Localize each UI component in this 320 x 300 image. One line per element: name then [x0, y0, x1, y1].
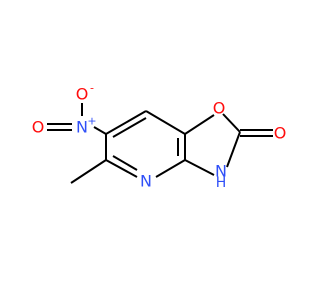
charge-minus: - [90, 82, 94, 95]
atom-nh-n: N [215, 162, 227, 181]
bonds [47, 103, 273, 184]
bond-npy-c5 [105, 159, 138, 178]
bond-o-c2 [222, 113, 241, 133]
atom-nitro-n: N [76, 118, 88, 137]
atoms: O - N + O O O N N H [32, 82, 287, 192]
atom-nitro-o-top: O [76, 85, 89, 104]
charge-plus: + [87, 115, 96, 128]
bond-c3a-npy [155, 159, 186, 178]
atom-ring-o: O [213, 99, 226, 118]
atom-pyridine-n: N [140, 172, 152, 191]
structure-svg: O - N + O O O N N H [32, 82, 287, 192]
bond-c2-nh [226, 131, 241, 168]
bond-c7a-o [184, 114, 215, 135]
bond-c7-c7a [145, 110, 186, 135]
atom-nh-h: H [216, 175, 227, 191]
bond-nitro-c6 [93, 126, 107, 135]
atom-carbonyl-o: O [274, 124, 287, 143]
molecule-diagram: O - N + O O O N N H [32, 82, 287, 192]
bond-c5-methyl [70, 159, 107, 184]
bond-nh-c3a [184, 159, 215, 176]
bond-c6-c7-2 [112, 117, 147, 138]
bond-npy-c5-2 [112, 155, 138, 171]
bond-c6-c7 [105, 110, 147, 135]
atom-nitro-o-left: O [32, 118, 45, 137]
